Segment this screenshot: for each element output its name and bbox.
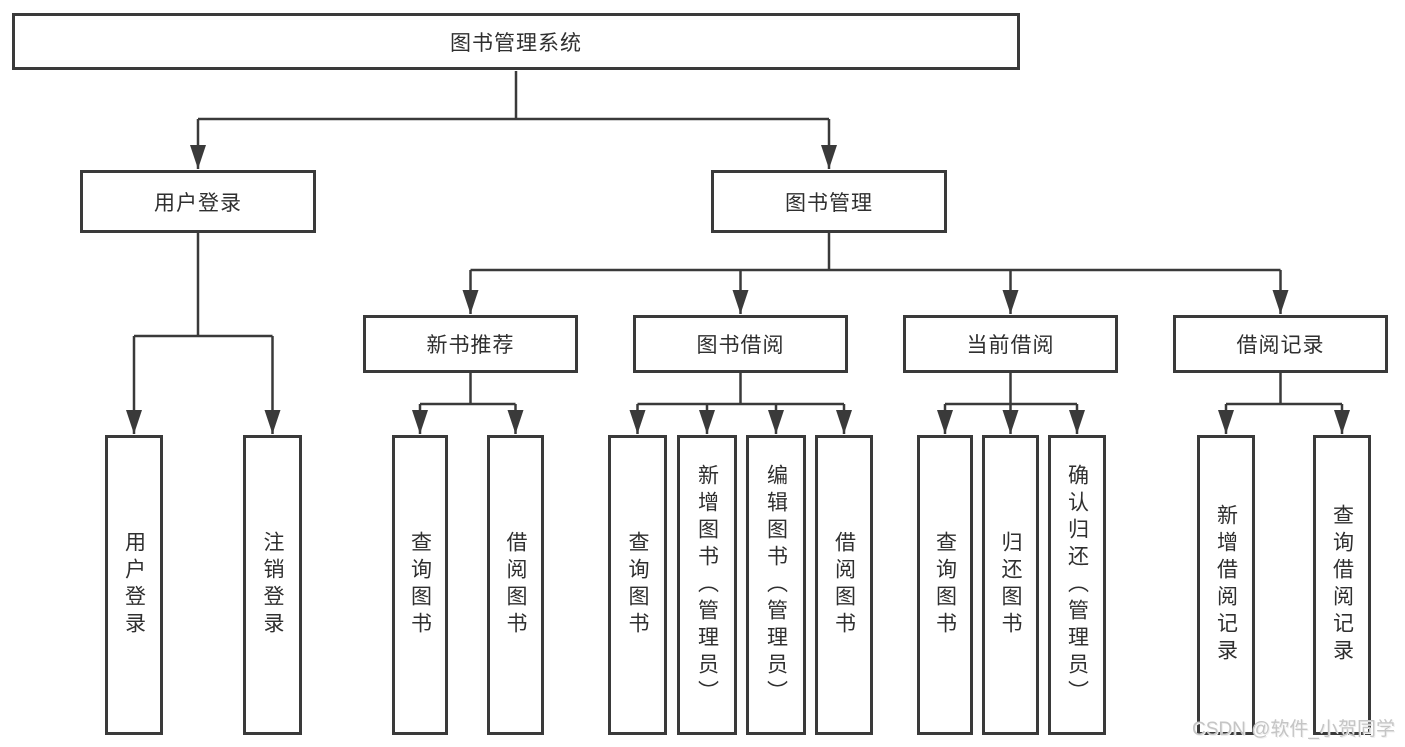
node-user-login: 用户登录 [80,170,316,233]
node-leaf-return-books-label: 归还图书 [999,531,1022,639]
connector-borrowing-records-children [1218,373,1350,434]
connector-new-book-recommend-children [412,373,524,434]
node-book-management: 图书管理 [711,170,947,233]
connector-book-management-children [462,233,1289,314]
node-root-system-label: 图书管理系统 [450,31,582,55]
node-leaf-query-borrow-record-label: 查询借阅记录 [1330,504,1354,666]
node-leaf-query-books-recommend: 查询图书 [392,435,448,735]
node-leaf-query-books-current-label: 查询图书 [933,531,957,639]
node-leaf-logout: 注销登录 [243,435,302,735]
node-leaf-borrow-books: 借阅图书 [815,435,873,735]
node-leaf-query-books-recommend-label: 查询图书 [408,531,432,639]
node-book-borrowing-label: 图书借阅 [696,334,785,357]
connector-root-to-level2 [190,71,837,169]
node-root-system: 图书管理系统 [12,13,1020,70]
node-leaf-confirm-return-admin-label: 确认归还（管理员） [1065,463,1089,707]
node-leaf-edit-book-admin-label: 编辑图书（管理员） [764,463,788,707]
node-leaf-query-books-borrowing: 查询图书 [608,435,667,735]
node-leaf-add-borrow-record-label: 新增借阅记录 [1214,504,1238,666]
node-leaf-query-books-current: 查询图书 [917,435,973,735]
csdn-watermark: CSDN @软件_小贺同学 [1192,719,1395,740]
node-user-login-label: 用户登录 [154,191,242,215]
node-leaf-add-book-admin: 新增图书（管理员） [677,435,737,735]
node-leaf-borrow-books-label: 借阅图书 [832,531,856,639]
connector-book-borrowing-children [629,373,852,434]
node-leaf-add-book-admin-label: 新增图书（管理员） [695,463,719,707]
node-leaf-user-login-label: 用户登录 [122,531,146,639]
node-new-book-recommend-label: 新书推荐 [426,334,515,357]
node-current-borrowing: 当前借阅 [903,315,1118,373]
node-leaf-edit-book-admin: 编辑图书（管理员） [746,435,806,735]
node-leaf-query-borrow-record: 查询借阅记录 [1313,435,1371,735]
node-leaf-borrow-books-recommend: 借阅图书 [487,435,544,735]
node-leaf-logout-label: 注销登录 [261,531,284,639]
node-leaf-confirm-return-admin: 确认归还（管理员） [1048,435,1106,735]
node-book-borrowing: 图书借阅 [633,315,848,373]
node-current-borrowing-label: 当前借阅 [966,334,1055,357]
node-leaf-add-borrow-record: 新增借阅记录 [1197,435,1255,735]
node-borrowing-records: 借阅记录 [1173,315,1388,373]
node-leaf-return-books: 归还图书 [982,435,1039,735]
connector-user-login-children [126,233,281,434]
connector-current-borrowing-children [937,373,1085,434]
node-new-book-recommend: 新书推荐 [363,315,578,373]
node-book-management-label: 图书管理 [785,191,873,215]
node-leaf-borrow-books-recommend-label: 借阅图书 [504,531,527,639]
node-borrowing-records-label: 借阅记录 [1236,334,1325,357]
node-leaf-user-login: 用户登录 [105,435,163,735]
node-leaf-query-books-borrowing-label: 查询图书 [626,531,649,639]
